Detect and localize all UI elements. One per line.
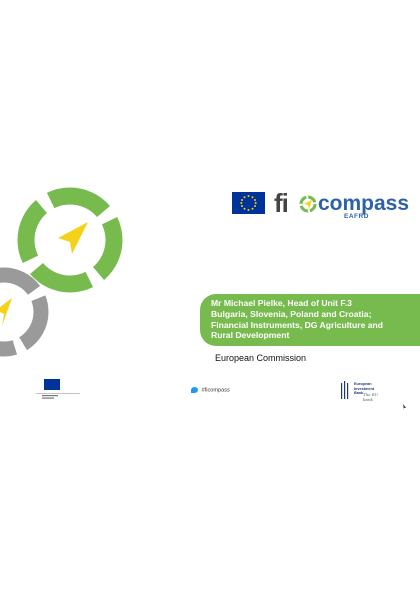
speaker-line-4: Rural Development bbox=[211, 330, 290, 341]
speaker-line-1: Mr Michael Pielke, Head of Unit F.3 bbox=[211, 298, 352, 308]
logo-compass-icon bbox=[299, 195, 317, 213]
speaker-band bbox=[200, 294, 420, 346]
speaker-line-3: Financial Instruments, DG Agriculture an… bbox=[211, 319, 384, 330]
eib-name: European Investment Bank bbox=[354, 382, 374, 396]
eib-tagline: The EU bank bbox=[363, 392, 379, 402]
logo-compass-text: compass bbox=[318, 192, 410, 215]
eib-line-3: Bank bbox=[354, 391, 364, 396]
ec-flag-icon bbox=[44, 379, 60, 390]
grey-ring bbox=[0, 267, 49, 357]
logo-fi-text: fi bbox=[274, 188, 289, 218]
logo-subtitle: EAFRD bbox=[344, 213, 369, 220]
organisation-name: European Commission bbox=[215, 353, 307, 363]
twitter-bird-icon bbox=[191, 387, 198, 393]
eib-line-1: European bbox=[354, 382, 372, 386]
speaker-line-2: Bulgaria, Slovenia, Poland and Croatia; bbox=[211, 308, 372, 319]
yellow-arrow-upper bbox=[58, 222, 88, 254]
european-commission-logo bbox=[36, 379, 80, 401]
yellow-arrow-lower bbox=[0, 298, 12, 326]
speaker-text: Mr Michael Pielke, Head of Unit F.3 Bulg… bbox=[211, 298, 411, 341]
ec-logo-lines bbox=[36, 393, 80, 399]
twitter-handle-text: #ficompass bbox=[201, 387, 230, 394]
green-ring bbox=[17, 187, 123, 293]
eu-flag-icon bbox=[232, 192, 265, 214]
twitter-handle[interactable]: #ficompass bbox=[191, 387, 230, 397]
compass-graphic bbox=[0, 187, 123, 357]
eib-logo: European Investment Bank The EU bank bbox=[341, 381, 389, 402]
fi-compass-logo: fi compass EAFRD bbox=[274, 188, 409, 222]
eib-bars-icon bbox=[341, 381, 349, 399]
cursor-mark-icon bbox=[403, 404, 406, 410]
eib-line-2: Investment bbox=[354, 386, 375, 391]
